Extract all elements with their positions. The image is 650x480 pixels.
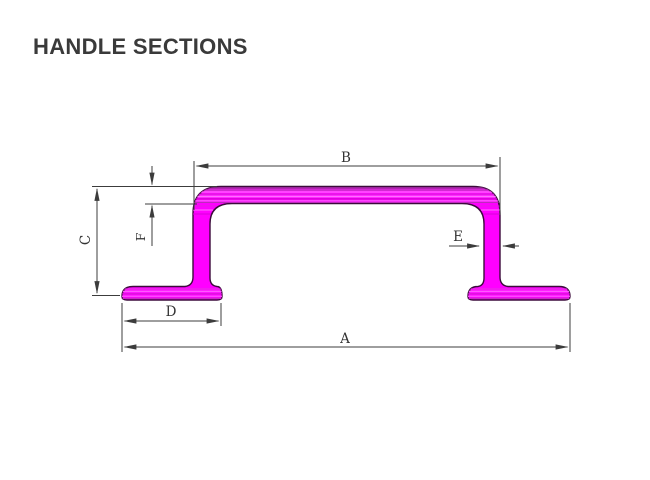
dimension-c: C	[78, 186, 217, 296]
dimension-label-f: F	[134, 233, 148, 241]
dimension-b: B	[193, 150, 501, 215]
handle-profile	[121, 185, 571, 301]
dimension-label-d: D	[166, 304, 177, 320]
dimension-label-b: B	[341, 150, 351, 166]
dimension-f: F	[134, 166, 197, 246]
dimension-label-a: A	[339, 331, 350, 347]
dimension-a: A	[121, 303, 571, 352]
dimension-label-c: C	[78, 235, 94, 245]
page-title: HANDLE SECTIONS	[33, 34, 248, 59]
dimension-e: E	[449, 229, 519, 249]
handle-shading-streaks	[122, 187, 570, 299]
dimension-label-e: E	[453, 229, 463, 245]
dimension-d: D	[123, 303, 222, 326]
